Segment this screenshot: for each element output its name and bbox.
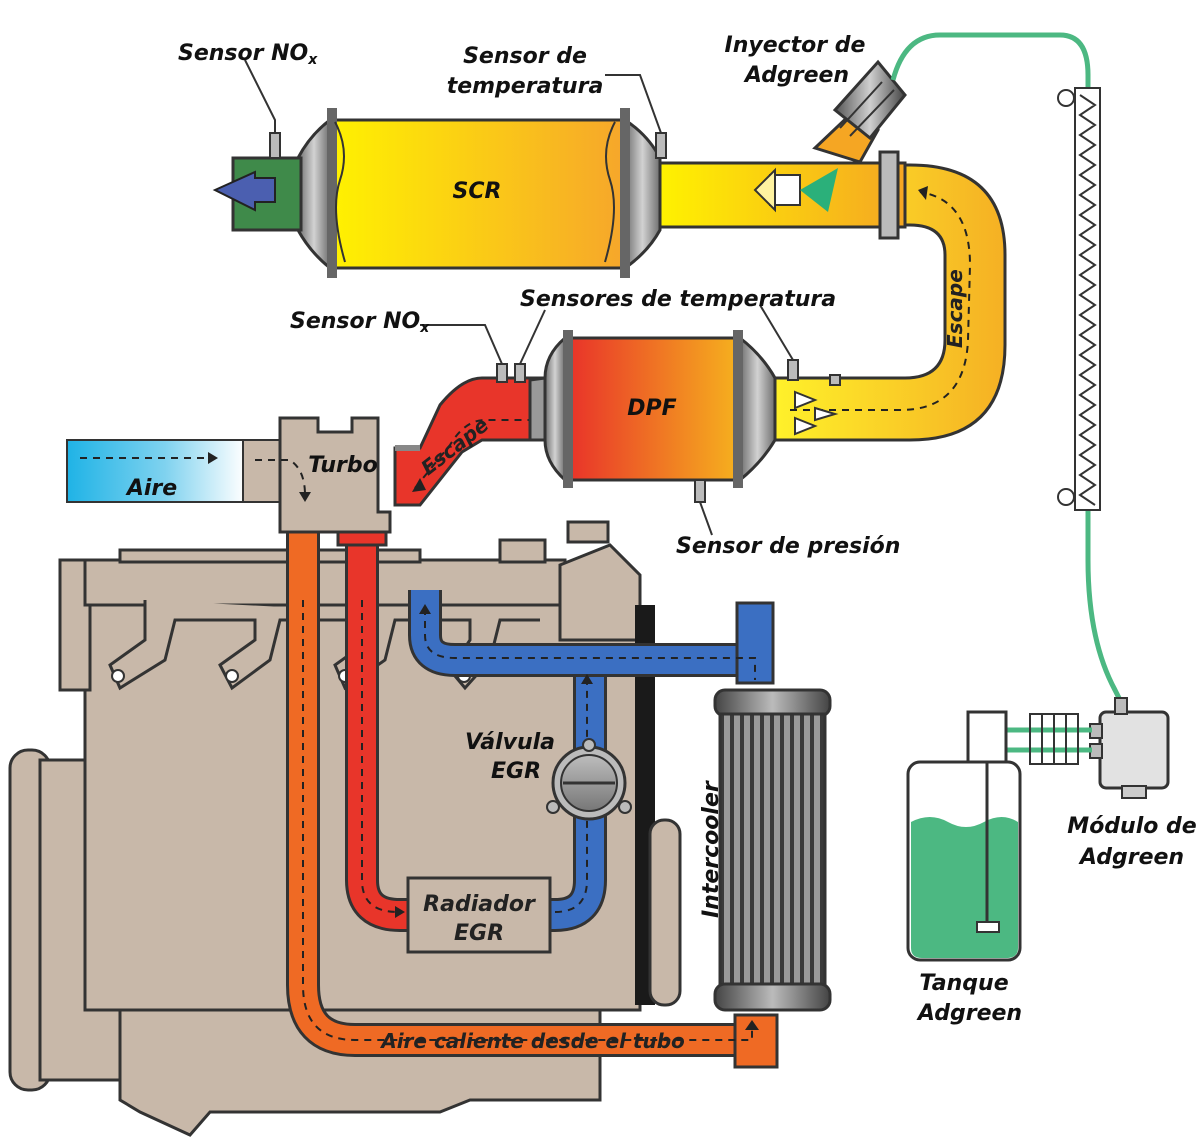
sensor-nox-top-label: Sensor NOx — [178, 41, 318, 68]
adgreen-tank-label-line2: Adgreen — [916, 1001, 1022, 1026]
dpf: DPF — [528, 330, 777, 488]
adgreen-module-label-line1: Módulo de — [1067, 814, 1196, 839]
hot-air-pipe — [286, 530, 779, 1069]
egr-radiator-label-line1: Radiador — [423, 892, 536, 917]
egr-radiator: Radiador EGR — [406, 876, 552, 954]
turbo-label: Turbo — [308, 453, 378, 478]
adgreen-connectors — [1005, 713, 1092, 765]
injector-label-line1: Inyector de — [725, 33, 866, 58]
egr-valve: Válvula EGR — [465, 730, 632, 821]
dpf-label: DPF — [627, 396, 676, 421]
sensor-nox-mid-text: Sensor NO — [290, 309, 420, 334]
egr-valve-label-line1: Válvula — [465, 730, 555, 755]
sensor-temp-top-label-line2: temperatura — [447, 74, 604, 99]
turbo: Turbo — [242, 416, 392, 534]
sensors — [244, 59, 841, 536]
sensor-nox-top-text: Sensor NO — [178, 41, 308, 66]
lower-exhaust-pipe: Escape — [393, 376, 547, 507]
air-intake: Aire — [66, 439, 246, 503]
exhaust-outlet — [212, 156, 303, 232]
pressure-sensor-label: Sensor de presión — [676, 534, 900, 559]
adgreen-injector — [812, 59, 907, 164]
sensor-nox-mid-label: Sensor NOx — [290, 309, 430, 336]
top-exhaust-pipe — [658, 150, 907, 240]
escape-right-label: Escape — [943, 269, 967, 348]
adgreen-module: Módulo de Adgreen — [1067, 697, 1197, 870]
intercooler: Intercooler — [699, 688, 832, 1012]
adgreen-line — [890, 32, 1123, 702]
adgreen-module-label-line2: Adgreen — [1078, 845, 1184, 870]
scr: SCR — [296, 108, 662, 278]
adgreen-tank: Tanque Adgreen — [906, 710, 1022, 1026]
sensor-nox-top-subscript: x — [307, 52, 318, 68]
air-label: Aire — [125, 476, 177, 501]
egr-radiator-label-line2: EGR — [454, 921, 504, 946]
sensor-nox-mid-subscript: x — [419, 320, 430, 336]
sensor-temp-top-label-line1: Sensor de — [463, 44, 587, 69]
egr-valve-label-line2: EGR — [491, 759, 541, 784]
adgreen-tank-label-line1: Tanque — [919, 971, 1008, 996]
return-exhaust-pipe: Escape — [773, 163, 1007, 442]
egr-cool-pipe — [408, 590, 775, 932]
hot-air-label: Aire caliente desde el tubo — [379, 1029, 685, 1053]
injector-label-line2: Adgreen — [743, 63, 849, 88]
intercooler-label: Intercooler — [699, 780, 724, 918]
temp-sensors-mid-label: Sensores de temperatura — [520, 287, 836, 312]
scr-label: SCR — [453, 179, 502, 204]
